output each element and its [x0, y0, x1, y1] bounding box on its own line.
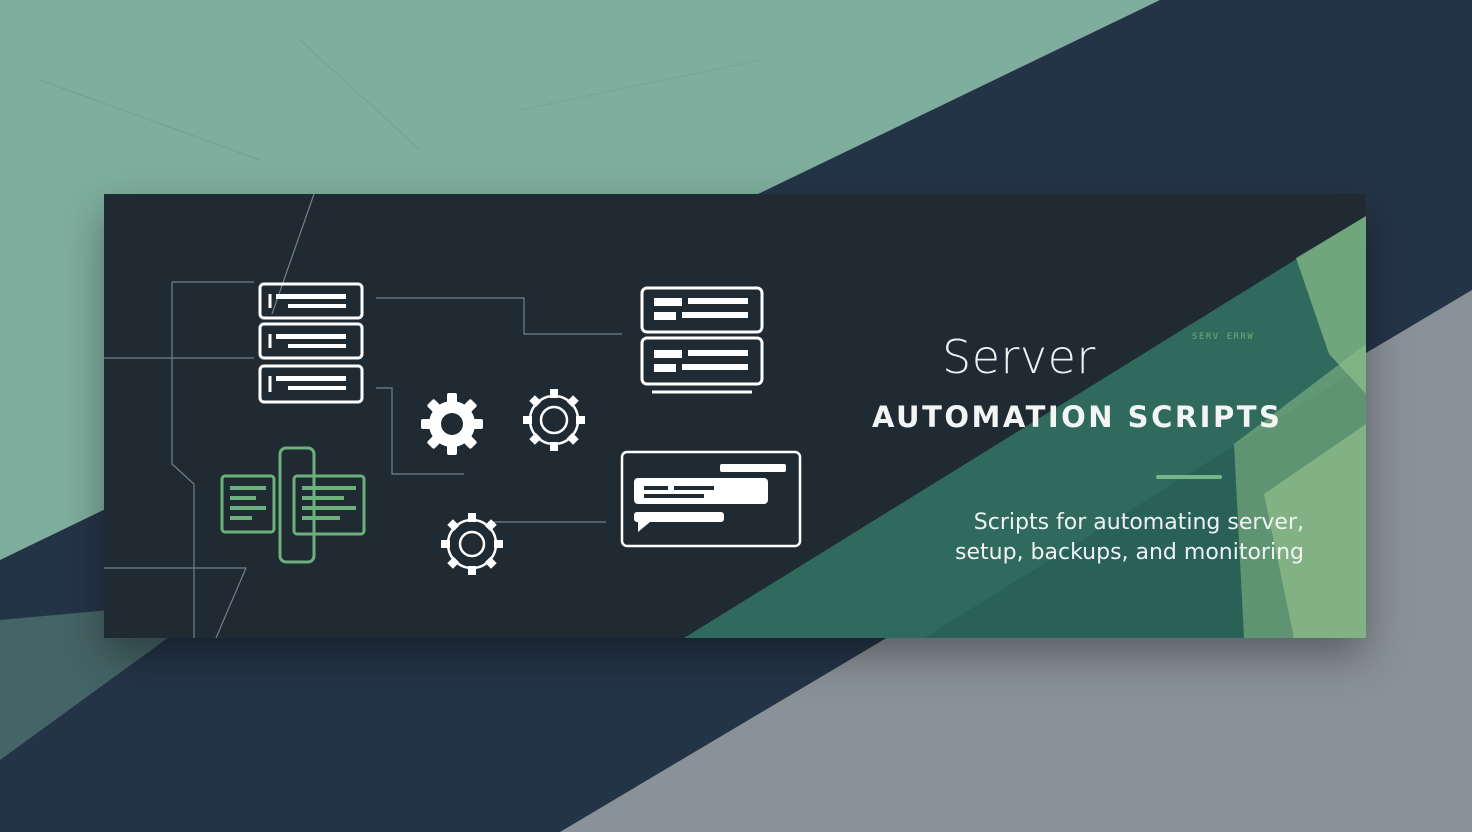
description-line: setup, backups, and monitoring: [955, 540, 1304, 565]
banner-description: Scripts for automating server, setup, ba…: [874, 508, 1304, 568]
banner-tagline: SERV ERRW: [1192, 332, 1255, 342]
banner-title: Server: [942, 330, 1096, 384]
circuit-lines: [104, 194, 622, 638]
chat-bubble-icon: [620, 450, 802, 548]
server-rack-icon: [640, 286, 764, 394]
banner-subtitle: AUTOMATION SCRIPTS: [872, 400, 1283, 434]
description-line: Scripts for automating server,: [973, 510, 1304, 535]
gear-icon: [441, 513, 503, 575]
accent-divider: [1156, 475, 1222, 479]
gear-icon: [523, 389, 585, 451]
banner-card: Server SERV ERRW AUTOMATION SCRIPTS Scri…: [104, 194, 1366, 638]
banner-artwork: [104, 194, 1366, 638]
gear-icon: [421, 393, 483, 455]
code-window-icon: [220, 446, 366, 564]
server-rack-icon: [258, 282, 364, 404]
